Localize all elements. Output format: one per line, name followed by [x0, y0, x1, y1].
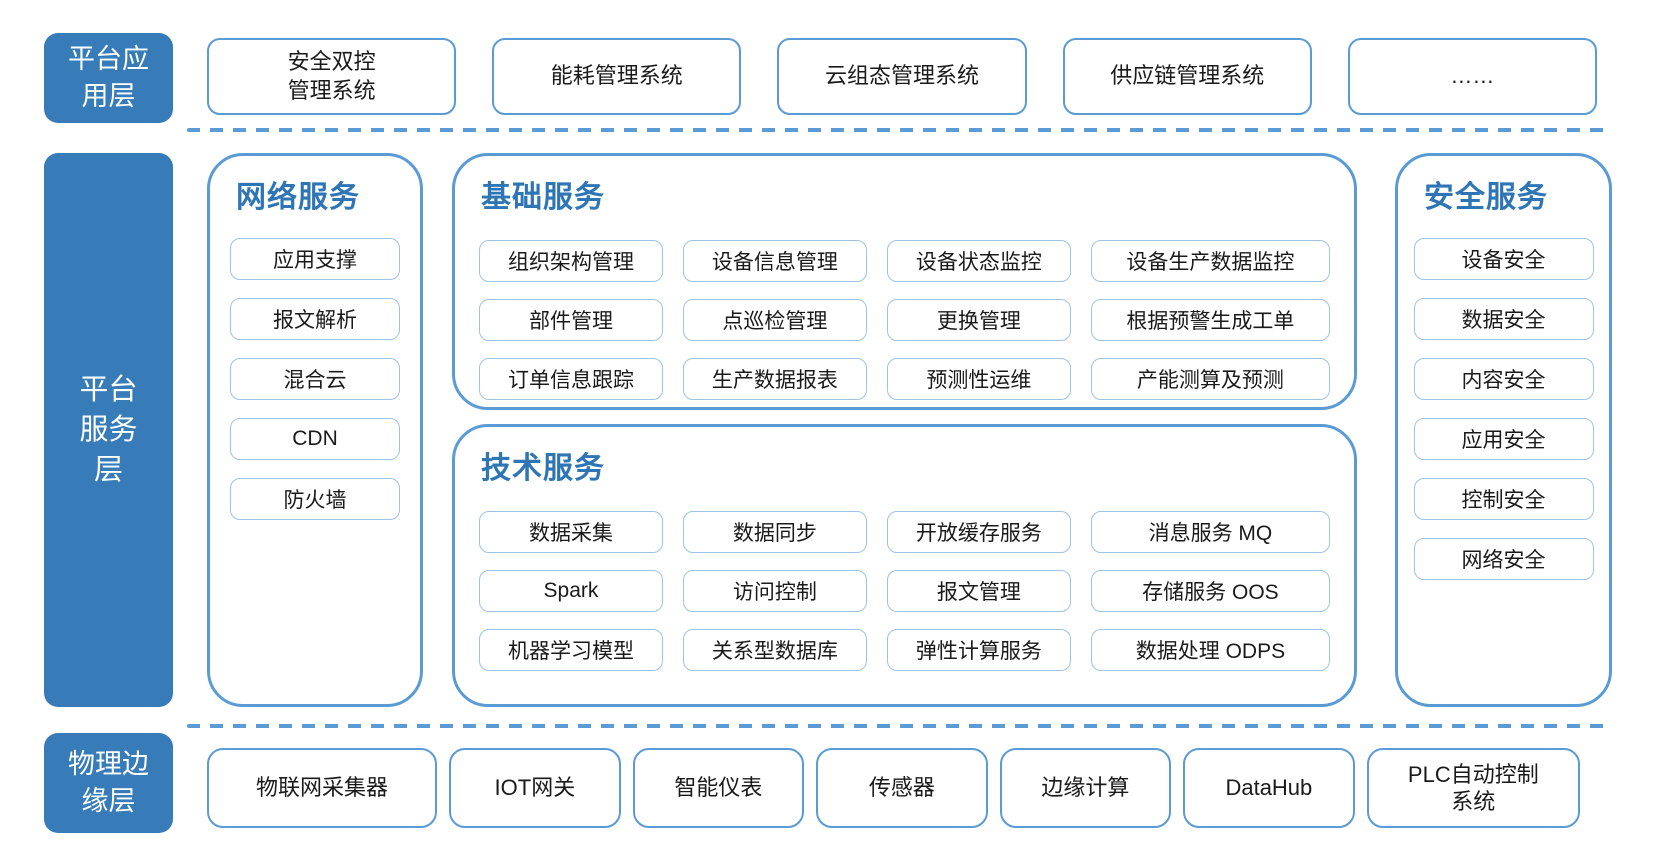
security-service-box: 控制安全 [1413, 478, 1594, 520]
group-title-network: 网络服务 [236, 181, 360, 214]
security-service-box: 网络安全 [1413, 538, 1594, 580]
tech-service-box: 存储服务 OOS [1090, 570, 1330, 612]
application-layer-row: 安全双控 管理系统 能耗管理系统 云组态管理系统 供应链管理系统 …… [207, 38, 1598, 115]
tech-service-box: 数据处理 ODPS [1090, 629, 1330, 671]
security-service-box: 设备安全 [1413, 238, 1594, 280]
basic-service-box: 点巡检管理 [682, 299, 867, 341]
security-service-box: 应用安全 [1413, 418, 1594, 460]
edge-device-box: DataHub [1183, 748, 1355, 828]
tech-service-box: 弹性计算服务 [886, 629, 1071, 671]
tech-service-box: Spark [479, 570, 663, 612]
app-system-box: 供应链管理系统 [1062, 38, 1312, 115]
group-tech-services: 技术服务 数据采集 数据同步 开放缓存服务 消息服务 MQ Spark 访问控制… [452, 424, 1357, 707]
separator-dashed-top [187, 128, 1612, 132]
edge-device-box: IOT网关 [449, 748, 621, 828]
layer-label-physical-edge: 物理边 缘层 [44, 733, 173, 833]
basic-service-box: 订单信息跟踪 [479, 358, 663, 400]
group-security-services: 安全服务 设备安全 数据安全 内容安全 应用安全 控制安全 网络安全 [1395, 153, 1612, 707]
basic-service-grid: 组织架构管理 设备信息管理 设备状态监控 设备生产数据监控 部件管理 点巡检管理… [479, 240, 1330, 400]
app-system-box: 云组态管理系统 [777, 38, 1027, 115]
layer-label-platform-services: 平台 服务 层 [44, 153, 173, 707]
physical-edge-row: 物联网采集器 IOT网关 智能仪表 传感器 边缘计算 DataHub PLC自动… [207, 748, 1580, 828]
group-basic-services: 基础服务 组织架构管理 设备信息管理 设备状态监控 设备生产数据监控 部件管理 … [452, 153, 1357, 410]
group-title-security: 安全服务 [1424, 181, 1548, 214]
app-system-box: 能耗管理系统 [492, 38, 742, 115]
edge-device-box: 边缘计算 [999, 748, 1172, 828]
basic-service-box: 设备状态监控 [886, 240, 1071, 282]
tech-service-box: 报文管理 [886, 570, 1071, 612]
basic-service-box: 生产数据报表 [682, 358, 867, 400]
basic-service-box: 设备信息管理 [682, 240, 867, 282]
basic-service-box: 设备生产数据监控 [1090, 240, 1330, 282]
security-service-box: 内容安全 [1413, 358, 1594, 400]
basic-service-box: 组织架构管理 [479, 240, 663, 282]
network-service-box: 防火墙 [230, 478, 400, 520]
basic-service-box: 部件管理 [479, 299, 663, 341]
app-system-box: 安全双控 管理系统 [207, 38, 457, 115]
security-service-list: 设备安全 数据安全 内容安全 应用安全 控制安全 网络安全 [1398, 238, 1609, 580]
basic-service-box: 产能测算及预测 [1090, 358, 1330, 400]
group-network-services: 网络服务 应用支撑 报文解析 混合云 CDN 防火墙 [207, 153, 423, 707]
group-title-basic: 基础服务 [481, 181, 605, 214]
tech-service-box: 开放缓存服务 [886, 511, 1071, 553]
tech-service-box: 数据采集 [479, 511, 663, 553]
basic-service-box: 根据预警生成工单 [1090, 299, 1330, 341]
tech-service-grid: 数据采集 数据同步 开放缓存服务 消息服务 MQ Spark 访问控制 报文管理… [479, 511, 1330, 671]
edge-device-box: 智能仪表 [632, 748, 805, 828]
tech-service-box: 消息服务 MQ [1090, 511, 1330, 553]
separator-dashed-bottom [187, 724, 1612, 728]
edge-device-box: PLC自动控制 系统 [1366, 748, 1580, 828]
network-service-box: 应用支撑 [230, 238, 400, 280]
tech-service-box: 数据同步 [682, 511, 867, 553]
network-service-box: 报文解析 [230, 298, 400, 340]
group-title-tech: 技术服务 [481, 452, 605, 485]
network-service-box: CDN [230, 418, 400, 460]
security-service-box: 数据安全 [1413, 298, 1594, 340]
edge-device-box: 物联网采集器 [207, 748, 438, 828]
app-system-box-more: …… [1347, 38, 1598, 115]
tech-service-box: 访问控制 [682, 570, 867, 612]
tech-service-box: 关系型数据库 [682, 629, 867, 671]
edge-device-box: 传感器 [816, 748, 988, 828]
tech-service-box: 机器学习模型 [479, 629, 663, 671]
layer-label-application: 平台应 用层 [44, 33, 173, 123]
basic-service-box: 预测性运维 [886, 358, 1071, 400]
basic-service-box: 更换管理 [886, 299, 1071, 341]
network-service-box: 混合云 [230, 358, 400, 400]
network-service-list: 应用支撑 报文解析 混合云 CDN 防火墙 [210, 238, 420, 520]
